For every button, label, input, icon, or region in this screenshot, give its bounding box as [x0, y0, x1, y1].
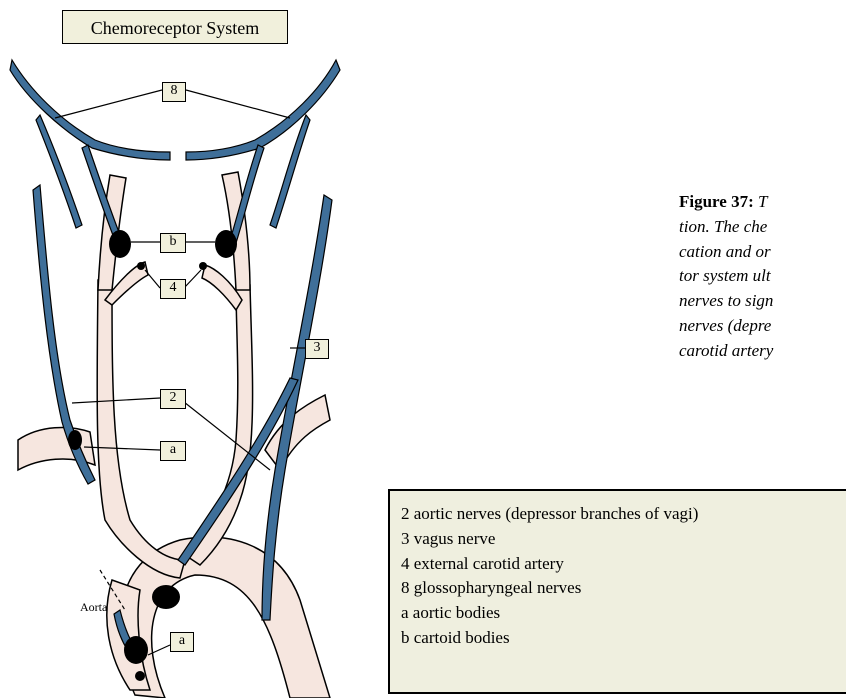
caption-line-4: tor system ult [679, 264, 846, 289]
small-body-right [199, 262, 207, 270]
small-body-lower [135, 671, 145, 681]
legend-item: 2 aortic nerves (depressor branches of v… [401, 502, 846, 527]
carotid-body-left [109, 230, 131, 258]
caption-line-6: nerves (depre [679, 314, 846, 339]
aortic-body-upper [68, 430, 82, 450]
legend-item: b cartoid bodies [401, 626, 846, 651]
carotid-body-right [215, 230, 237, 258]
legend-box: 2 aortic nerves (depressor branches of v… [388, 489, 846, 694]
legend-item: 8 glossopharyngeal nerves [401, 576, 846, 601]
aortic-body-middle [152, 585, 180, 609]
legend-item: a aortic bodies [401, 601, 846, 626]
glossopharyngeal-nerve-left [10, 60, 170, 160]
label-a-upper: a [160, 441, 186, 461]
label-3: 3 [305, 339, 329, 359]
label-4: 4 [160, 279, 186, 299]
caption-line-1-rest: T [758, 192, 767, 211]
label-2: 2 [160, 389, 186, 409]
diagram-title: Chemoreceptor System [62, 10, 288, 44]
figure-label: Figure 37: [679, 192, 754, 211]
caption-line-3: cation and or [679, 240, 846, 265]
legend-item: 4 external carotid artery [401, 552, 846, 577]
small-body-left [137, 262, 145, 270]
figure-caption: Figure 37: T tion. The che cation and or… [679, 190, 846, 390]
glossopharyngeal-nerve-right [186, 60, 340, 160]
label-a-lower: a [170, 632, 194, 652]
aortic-body-lower [124, 636, 148, 664]
common-carotid-left [97, 280, 185, 578]
label-b: b [160, 233, 186, 253]
subclavian-artery-right [265, 395, 330, 470]
aorta-label: Aorta [80, 600, 107, 615]
common-carotid-right [185, 285, 253, 565]
label-8: 8 [162, 82, 186, 102]
caption-line-5: nerves to sign [679, 289, 846, 314]
caption-line-2: tion. The che [679, 215, 846, 240]
legend-item: 3 vagus nerve [401, 527, 846, 552]
caption-line-7: carotid artery [679, 339, 846, 364]
caption-line-1: Figure 37: T [679, 190, 846, 215]
